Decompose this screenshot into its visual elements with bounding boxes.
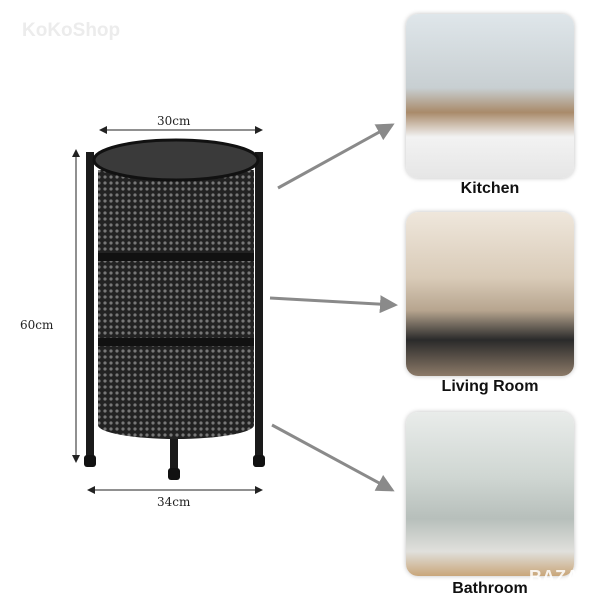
watermark: KoKoShop xyxy=(22,20,121,41)
corner-watermark: BAZAR xyxy=(529,567,592,587)
arrow-living-room xyxy=(269,295,398,314)
wheel xyxy=(168,468,180,480)
basket-middle xyxy=(98,260,254,340)
basket-top xyxy=(98,170,254,255)
living-room-photo xyxy=(406,212,574,376)
left-post xyxy=(86,152,94,457)
top-width-label: 30cm xyxy=(157,114,191,128)
arrow-bathroom xyxy=(271,423,395,492)
kitchen-label: Kitchen xyxy=(460,180,520,197)
wheel xyxy=(84,455,96,467)
kitchen-photo xyxy=(406,14,574,178)
living-room-label: Living Room xyxy=(441,378,539,395)
basket-rim xyxy=(98,338,254,346)
right-post xyxy=(255,152,263,457)
bathroom-label: Bathroom xyxy=(452,580,528,597)
arrow-kitchen xyxy=(277,123,395,190)
shelf-top xyxy=(92,138,260,182)
bathroom-photo xyxy=(406,412,574,576)
wheel xyxy=(253,455,265,467)
basket-base xyxy=(98,411,254,439)
basket-rim xyxy=(98,253,254,261)
height-label: 60cm xyxy=(20,318,54,332)
bottom-width-label: 34cm xyxy=(157,495,191,509)
